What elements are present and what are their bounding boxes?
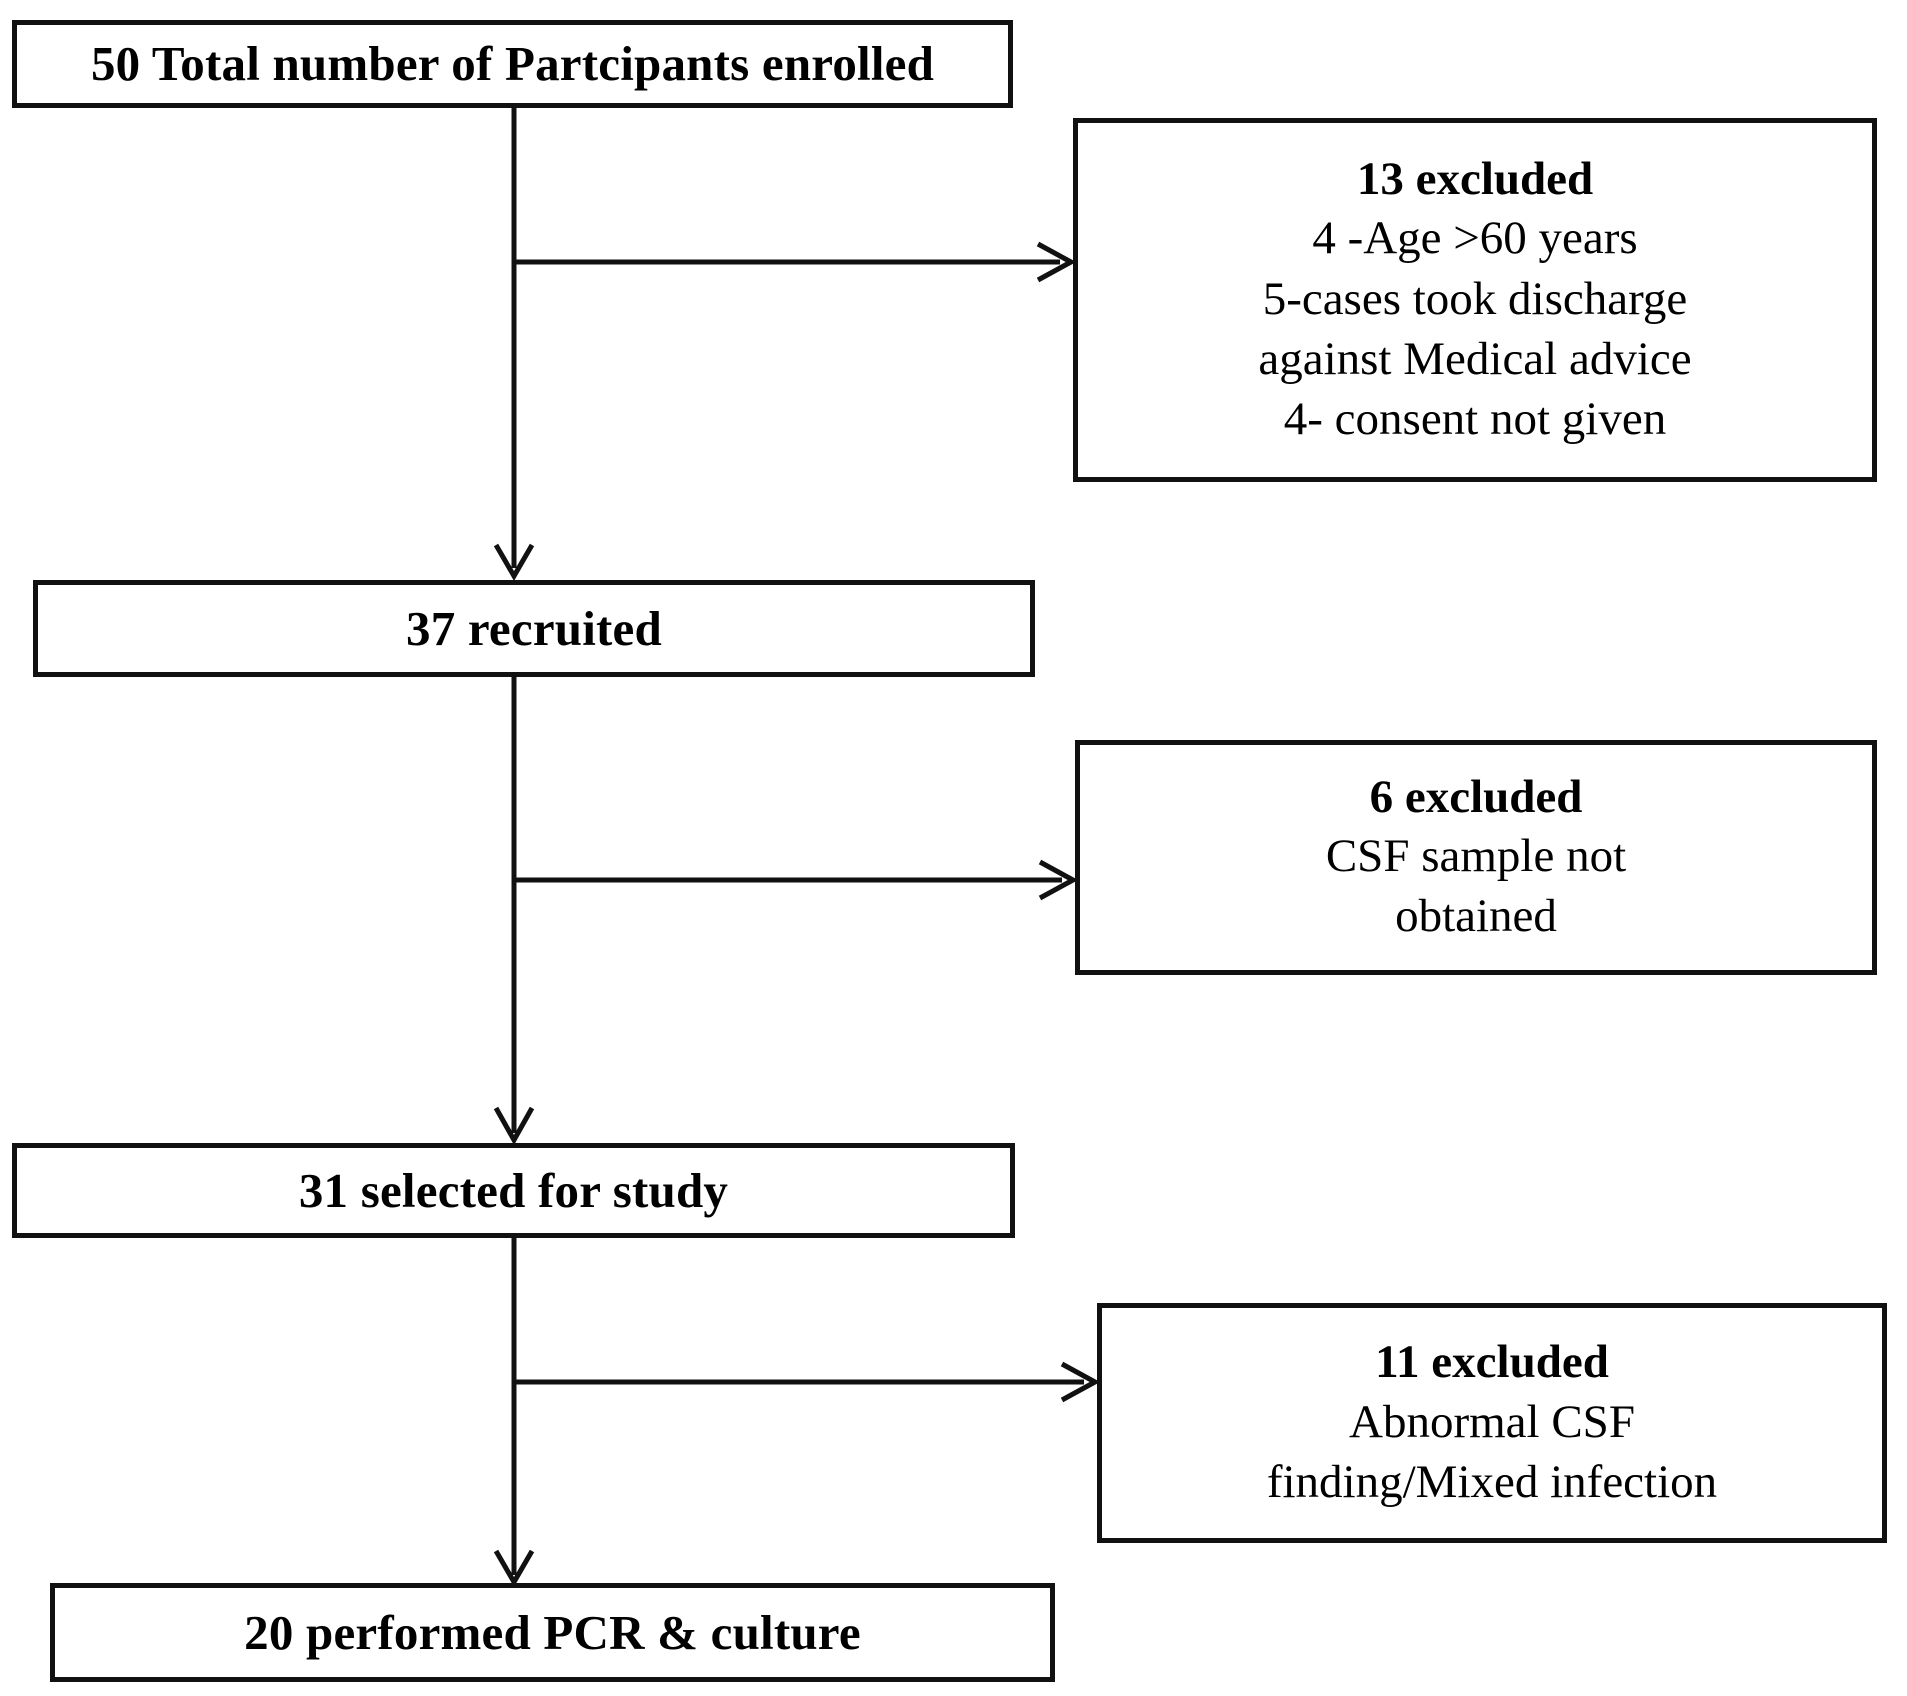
node-recruited: 37 recruited	[33, 580, 1035, 677]
node-excluded-11-heading: 11 excluded	[1375, 1336, 1609, 1389]
node-excluded-13-reason-3: against Medical advice	[1258, 332, 1692, 385]
node-excluded-13-reason-4: 4- consent not given	[1283, 392, 1667, 445]
node-performed-pcr-culture-label: 20 performed PCR & culture	[244, 1604, 861, 1660]
node-excluded-11-reason-1: Abnormal CSF	[1349, 1395, 1635, 1448]
node-total-enrolled: 50 Total number of Partcipants enrolled	[12, 20, 1013, 108]
node-excluded-13-heading: 13 excluded	[1356, 153, 1594, 206]
connector-recruited-to-selected	[493, 677, 535, 1146]
connector-selected-to-excluded-3	[514, 1361, 1101, 1403]
connector-enrolled-to-recruited	[493, 108, 535, 581]
node-excluded-6: 6 excluded CSF sample not obtained	[1075, 740, 1877, 975]
node-excluded-13-reason-2: 5-cases took discharge	[1262, 272, 1688, 325]
node-selected-for-study: 31 selected for study	[12, 1143, 1015, 1238]
node-excluded-13-reason-1: 4 -Age >60 years	[1312, 212, 1638, 265]
node-excluded-6-reason-1: CSF sample not	[1325, 830, 1627, 882]
node-recruited-label: 37 recruited	[406, 600, 662, 656]
node-excluded-11: 11 excluded Abnormal CSF finding/Mixed i…	[1097, 1303, 1887, 1543]
connector-selected-to-performed	[493, 1238, 535, 1587]
node-performed-pcr-culture: 20 performed PCR & culture	[50, 1583, 1055, 1682]
connector-enrolled-to-excluded-1	[514, 241, 1077, 283]
node-excluded-11-reason-2: finding/Mixed infection	[1266, 1455, 1718, 1508]
connector-recruited-to-excluded-2	[514, 859, 1079, 901]
node-excluded-13: 13 excluded 4 -Age >60 years 5-cases too…	[1073, 118, 1877, 482]
node-total-enrolled-label: 50 Total number of Partcipants enrolled	[90, 36, 935, 92]
node-excluded-6-heading: 6 excluded	[1369, 770, 1583, 823]
node-selected-for-study-label: 31 selected for study	[298, 1162, 729, 1218]
node-excluded-6-reason-2: obtained	[1395, 890, 1557, 943]
